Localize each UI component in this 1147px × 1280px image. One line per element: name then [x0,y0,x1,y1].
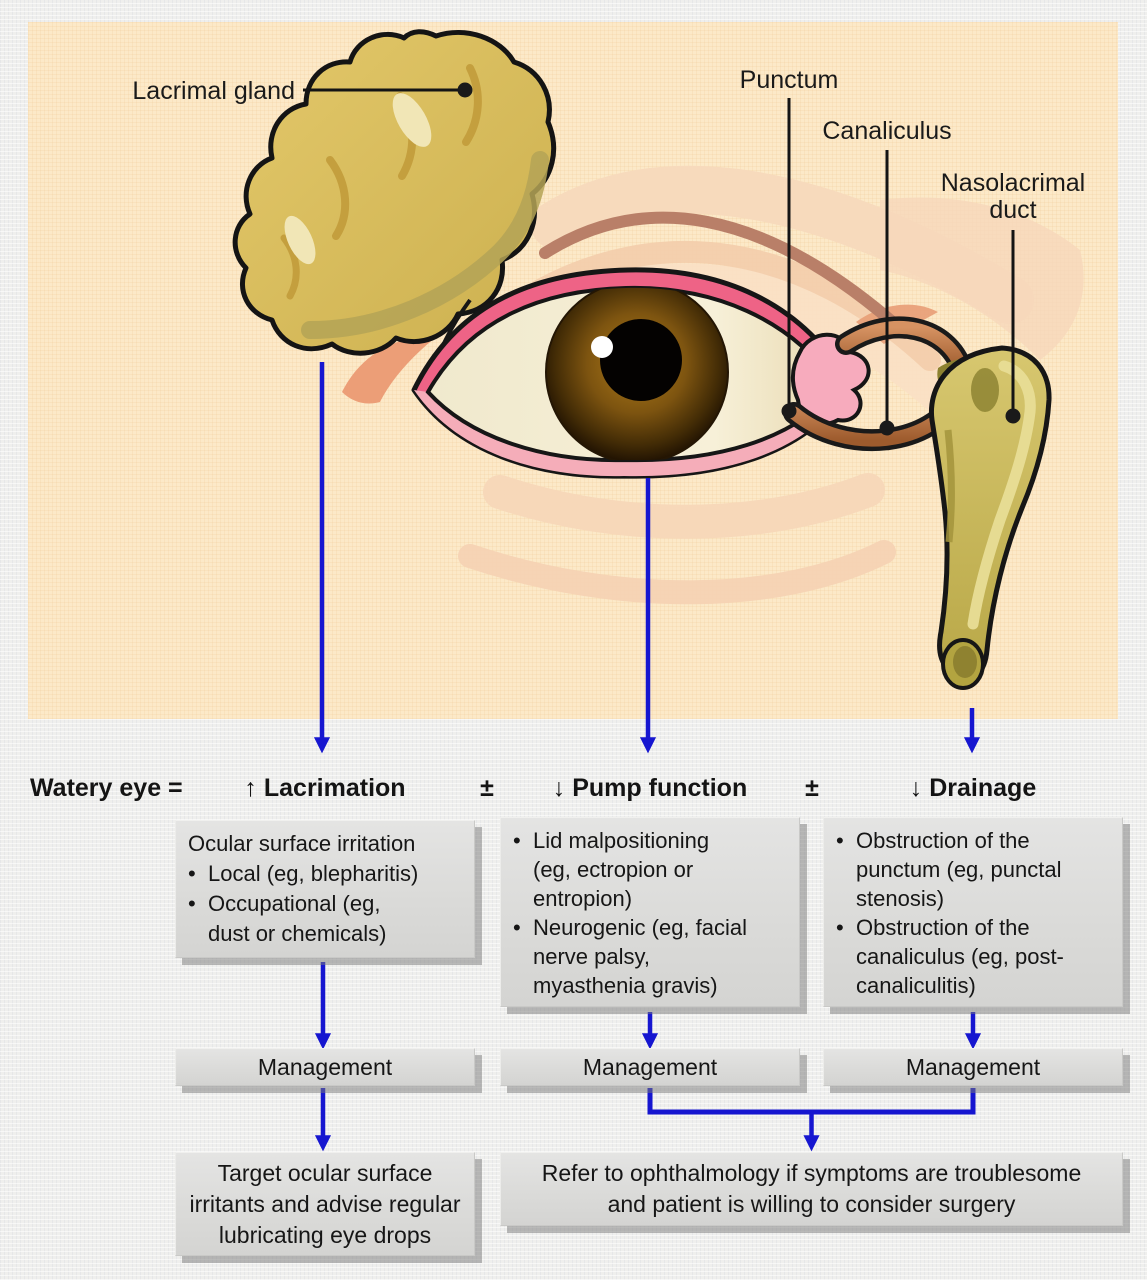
bullet-icon: • [188,861,196,886]
bullet-icon: • [836,915,844,940]
equation-term-drainage: ↓ Drainage [909,774,1037,802]
management-box-pump: Management [500,1048,800,1086]
equation-lhs: Watery eye = [30,774,183,802]
cause-item-continuation: nerve palsy, [533,944,650,969]
outcome-line: lubricating eye drops [218,1221,432,1248]
referral-line: Refer to ophthalmology if symptoms are t… [541,1160,1082,1186]
cause-item: •Occupational (eg, [188,889,466,919]
cause-item-continuation: canaliculus (eg, post- [856,944,1064,969]
lacrimation-outcome-box: Target ocular surface irritants and advi… [175,1152,475,1256]
cause-item-continuation: canaliculitis) [856,973,976,998]
pump-function-causes-box: •Lid malpositioning (eg, ectropion or en… [500,817,800,1007]
referral-line: and patient is willing to consider surge… [607,1191,1016,1217]
equation-term-lacrimation: ↑ Lacrimation [244,774,406,802]
cause-heading: Ocular surface irritation [188,831,416,856]
up-arrow-icon: ↑ [244,774,257,802]
cause-item-continuation: dust or chemicals) [208,921,387,946]
cause-item: •Local (eg, blepharitis) [188,859,466,889]
referral-box: Refer to ophthalmology if symptoms are t… [500,1152,1123,1226]
bullet-icon: • [188,891,196,916]
cause-item: •Lid malpositioning [513,828,710,853]
equation-term-pump-function: ↓ Pump function [552,774,748,802]
cause-item-continuation: (eg, ectropion or [533,857,694,882]
bullet-icon: • [513,915,521,940]
cause-item-continuation: stenosis) [856,886,945,911]
cause-item: •Neurogenic (eg, facial [513,915,748,940]
cause-item-continuation: punctum (eg, punctal [856,857,1062,882]
cause-item: •Obstruction of the [836,915,1030,940]
down-arrow-icon: ↓ [909,774,923,802]
plus-minus-operator: ± [480,774,494,802]
lacrimation-causes-box: Ocular surface irritation •Local (eg, bl… [175,820,475,958]
cause-item-continuation: myasthenia gravis) [533,973,718,998]
plus-minus-operator: ± [805,774,819,802]
management-box-lacrimation: Management [175,1048,475,1086]
management-box-drainage: Management [823,1048,1123,1086]
outcome-line: irritants and advise regular [189,1190,461,1217]
outcome-line: Target ocular surface [217,1159,433,1186]
bullet-icon: • [513,828,521,853]
flow-connector [647,1088,976,1115]
cause-item-continuation: entropion) [533,886,633,911]
bullet-icon: • [836,828,844,853]
drainage-causes-box: •Obstruction of the punctum (eg, punctal… [823,817,1123,1007]
down-arrow-icon: ↓ [552,774,566,802]
cause-item: •Obstruction of the [836,828,1030,853]
anatomy-panel-background [28,22,1118,719]
